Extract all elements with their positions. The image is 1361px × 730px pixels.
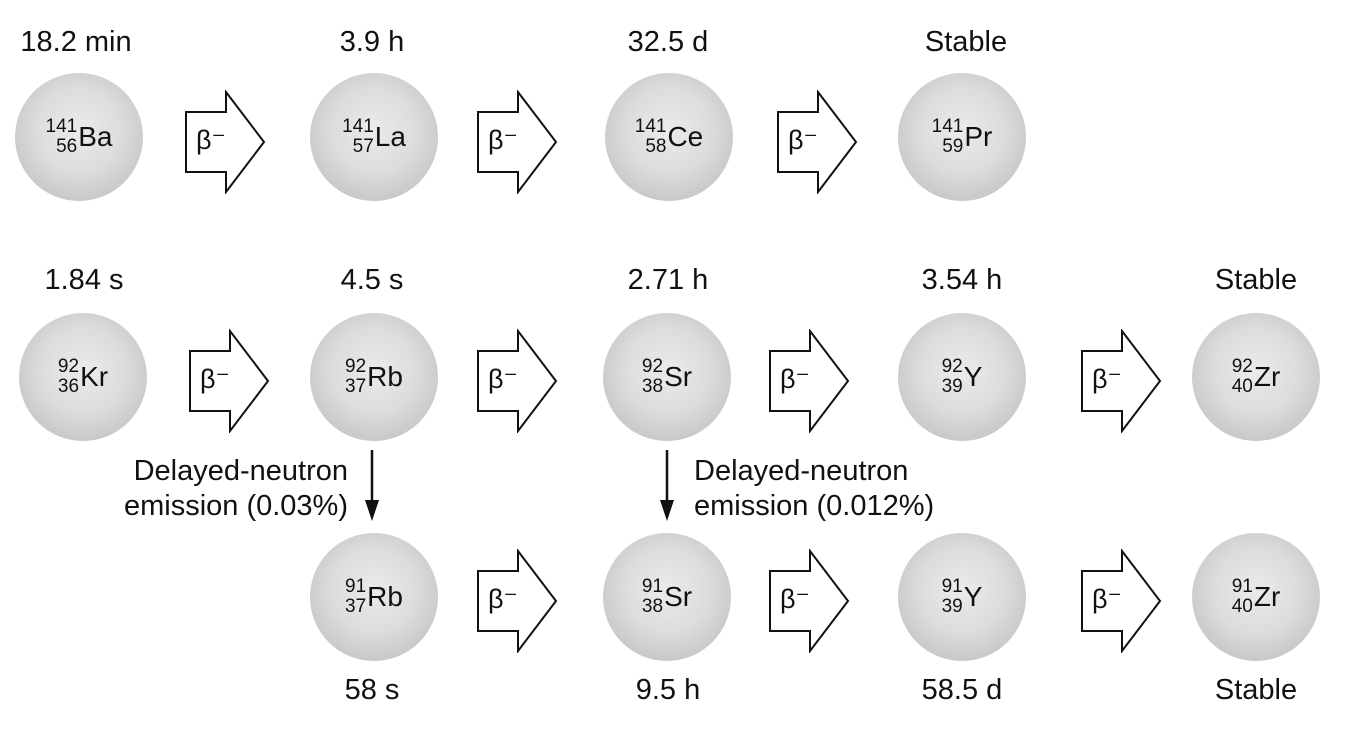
half-life-rb92: 4.5 s <box>340 264 404 296</box>
mass-number: 141 <box>342 116 374 137</box>
mass-number: 91 <box>345 576 367 597</box>
beta-decay-arrow-icon: β⁻ <box>188 329 270 433</box>
half-life-kr92: 1.84 s <box>44 264 124 296</box>
delayed-neutron-title: Delayed-neutron <box>133 455 348 487</box>
atomic-number: 58 <box>645 136 667 157</box>
half-life-zr92: Stable <box>1214 264 1298 296</box>
half-life-ce141: 32.5 d <box>627 26 709 58</box>
atomic-number: 56 <box>56 136 78 157</box>
beta-decay-arrow-icon: β⁻ <box>768 329 850 433</box>
half-life-la141: 3.9 h <box>339 26 405 58</box>
beta-minus-label: β⁻ <box>1092 584 1122 614</box>
beta-decay-arrow-icon: β⁻ <box>476 90 558 194</box>
mass-number: 141 <box>931 116 964 137</box>
delayed-neutron-arrow-icon <box>657 450 677 522</box>
element-symbol: Zr <box>1253 581 1281 612</box>
atomic-number: 39 <box>941 596 963 617</box>
half-life-zr91: Stable <box>1214 674 1298 706</box>
beta-decay-arrow-icon: β⁻ <box>476 329 558 433</box>
atomic-number: 38 <box>641 376 664 397</box>
half-life-y91: 58.5 d <box>921 674 1003 706</box>
mass-number: 141 <box>45 116 78 137</box>
beta-minus-label: β⁻ <box>200 364 230 394</box>
beta-decay-arrow-icon: β⁻ <box>776 90 858 194</box>
element-symbol: Pr <box>964 121 993 152</box>
mass-number: 92 <box>941 356 963 377</box>
atomic-number: 57 <box>352 136 374 157</box>
element-symbol: Y <box>963 361 983 392</box>
element-symbol: Ba <box>78 121 113 152</box>
beta-minus-label: β⁻ <box>780 584 810 614</box>
element-symbol: Sr <box>664 581 693 612</box>
half-life-rb91: 58 s <box>344 674 400 706</box>
atomic-number: 37 <box>345 376 367 397</box>
element-symbol: Kr <box>80 361 109 392</box>
element-symbol: Zr <box>1253 361 1281 392</box>
half-life-y92: 3.54 h <box>921 264 1003 296</box>
half-life-ba141: 18.2 min <box>20 26 132 58</box>
half-life-sr91: 9.5 h <box>635 674 701 706</box>
mass-number: 92 <box>641 356 664 377</box>
beta-minus-label: β⁻ <box>488 125 518 155</box>
delayed-neutron-percent: emission (0.03%) <box>123 490 348 522</box>
beta-minus-label: β⁻ <box>196 125 226 155</box>
element-symbol: Sr <box>664 361 693 392</box>
beta-decay-arrow-icon: β⁻ <box>476 549 558 653</box>
atomic-number: 38 <box>641 596 664 617</box>
mass-number: 91 <box>941 576 963 597</box>
element-symbol: Rb <box>367 581 403 612</box>
beta-decay-arrow-icon: β⁻ <box>768 549 850 653</box>
mass-number: 92 <box>57 356 80 377</box>
atomic-number: 40 <box>1231 376 1253 397</box>
atomic-number: 40 <box>1231 596 1253 617</box>
delayed-neutron-title: Delayed-neutron <box>694 455 909 487</box>
atomic-number: 39 <box>941 376 963 397</box>
beta-decay-arrow-icon: β⁻ <box>1080 329 1162 433</box>
element-symbol: Rb <box>367 361 403 392</box>
element-symbol: La <box>374 121 406 152</box>
beta-decay-arrow-icon: β⁻ <box>184 90 266 194</box>
mass-number: 92 <box>1231 356 1253 377</box>
beta-minus-label: β⁻ <box>488 364 518 394</box>
beta-minus-label: β⁻ <box>488 584 518 614</box>
half-life-pr141: Stable <box>924 26 1008 58</box>
mass-number: 91 <box>1231 576 1253 597</box>
delayed-neutron-note-rb92: Delayed-neutron emission (0.03%) <box>86 454 348 524</box>
mass-number: 91 <box>641 576 664 597</box>
atomic-number: 37 <box>345 596 367 617</box>
beta-minus-label: β⁻ <box>780 364 810 394</box>
delayed-neutron-percent: emission (0.012%) <box>694 490 935 522</box>
beta-minus-label: β⁻ <box>788 125 818 155</box>
element-symbol: Ce <box>667 121 704 152</box>
mass-number: 92 <box>345 356 367 377</box>
element-symbol: Y <box>963 581 983 612</box>
delayed-neutron-arrow-icon <box>362 450 382 522</box>
beta-minus-label: β⁻ <box>1092 364 1122 394</box>
atomic-number: 59 <box>942 136 964 157</box>
half-life-sr92: 2.71 h <box>627 264 709 296</box>
delayed-neutron-note-sr92: Delayed-neutron emission (0.012%) <box>694 454 934 524</box>
atomic-number: 36 <box>57 376 80 397</box>
beta-decay-arrow-icon: β⁻ <box>1080 549 1162 653</box>
mass-number: 141 <box>634 116 667 137</box>
